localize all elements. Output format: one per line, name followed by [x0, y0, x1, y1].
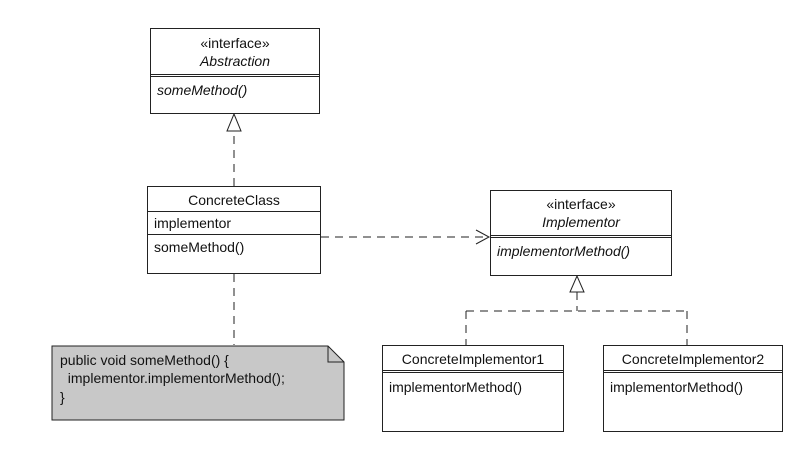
implementor-stereotype: «interface»	[546, 196, 616, 212]
concrete-implementor-2-method: implementorMethod()	[610, 379, 744, 395]
code-note-line-2: implementor.implementorMethod();	[60, 370, 285, 386]
implementor-method: implementorMethod()	[497, 243, 631, 259]
concrete-implementor-2-name: ConcreteImplementor2	[621, 351, 765, 367]
concrete-implementor-1-name: ConcreteImplementor1	[401, 351, 545, 367]
realization-arrowhead-implementor	[569, 274, 585, 293]
implementor-class-box[interactable]: «interface» Implementor implementorMetho…	[490, 190, 672, 276]
realization-arrowhead-abstraction	[226, 112, 242, 132]
concrete-class-box[interactable]: ConcreteClass implementor someMethod()	[147, 186, 321, 274]
concrete-class-name: ConcreteClass	[188, 192, 280, 208]
concrete-implementor-2-box[interactable]: ConcreteImplementor2 implementorMethod()	[603, 345, 783, 432]
code-note-shape	[51, 345, 345, 421]
concrete-class-method: someMethod()	[154, 239, 245, 255]
dependency-arrowhead	[475, 229, 491, 245]
abstraction-name: Abstraction	[199, 53, 271, 69]
abstraction-class-box[interactable]: «interface» Abstraction someMethod()	[150, 28, 320, 114]
code-note-line-1: public void someMethod() {	[60, 352, 229, 368]
concrete-implementor-1-box[interactable]: ConcreteImplementor1 implementorMethod()	[382, 345, 564, 432]
implementor-name: Implementor	[542, 214, 620, 230]
concrete-implementor-1-method: implementorMethod()	[389, 379, 523, 395]
code-note-line-3: }	[60, 389, 65, 405]
concrete-class-field: implementor	[154, 215, 232, 231]
code-note-fold	[327, 346, 344, 363]
abstraction-stereotype: «interface»	[200, 35, 270, 51]
abstraction-method: someMethod()	[157, 82, 248, 98]
